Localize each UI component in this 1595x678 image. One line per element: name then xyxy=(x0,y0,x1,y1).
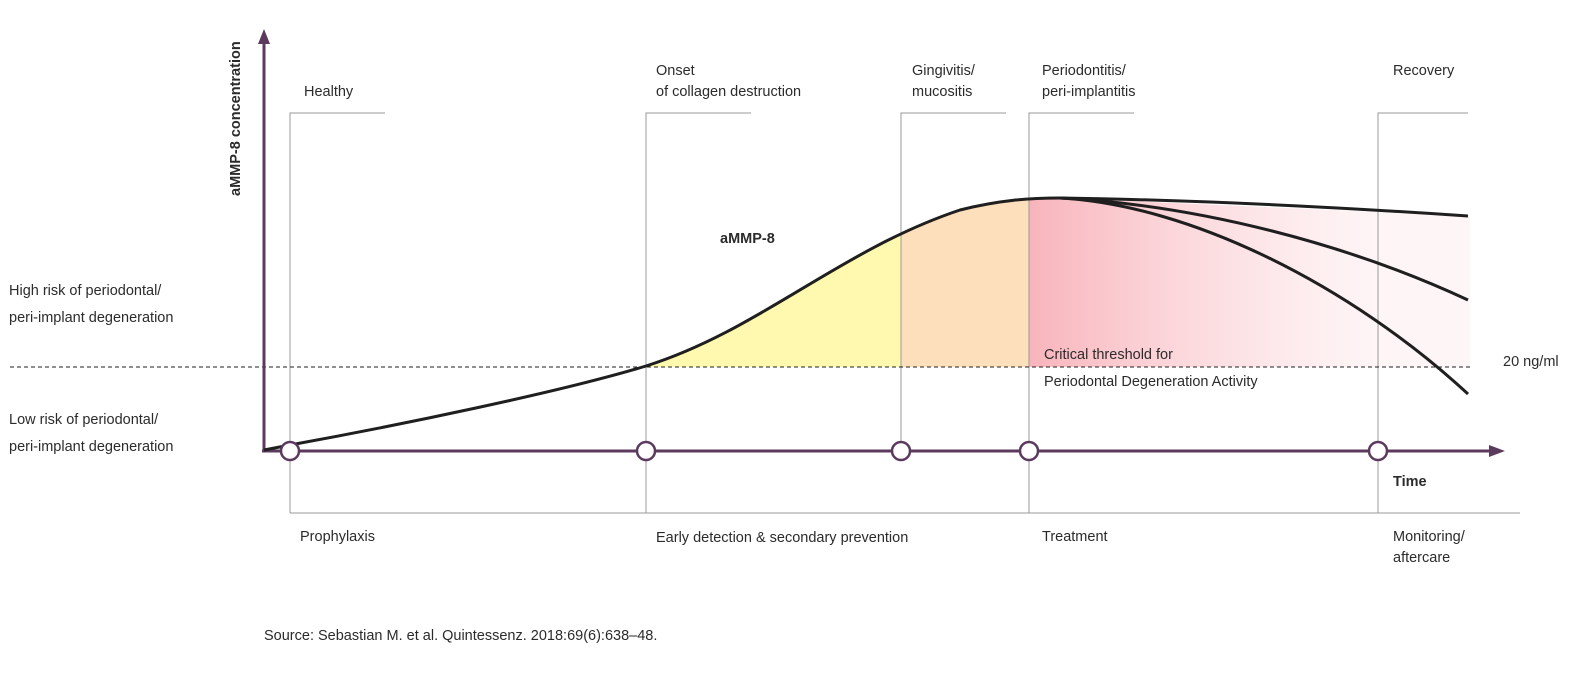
phase-label-early-detection: Early detection & secondary prevention xyxy=(656,530,908,546)
marker-gingivitis xyxy=(890,440,912,462)
main-curve xyxy=(263,196,1061,452)
phase-label-monitoring: Monitoring/ aftercare xyxy=(1393,529,1469,566)
branch-curve-flat xyxy=(1059,196,1469,218)
shaded-regions xyxy=(646,198,1470,367)
marker-healthy xyxy=(279,440,301,462)
phase-label-treatment: Treatment xyxy=(1042,529,1108,545)
guide-recovery xyxy=(1377,112,1468,450)
threshold-value-label: 20 ng/ml xyxy=(1503,354,1559,370)
risk-high-label: High risk of periodontal/ peri-implant d… xyxy=(9,283,173,326)
x-axis-label: Time xyxy=(1393,474,1427,490)
y-axis-label: aMMP-8 concentration xyxy=(228,41,244,196)
stage-markers xyxy=(279,440,1389,462)
marker-recovery xyxy=(1367,440,1389,462)
stage-label-gingivitis: Gingivitis/ mucositis xyxy=(912,63,979,100)
region-early-detection xyxy=(646,198,901,367)
branch-curve-steep xyxy=(1059,196,1470,396)
threshold-label: Critical threshold for Periodontal Degen… xyxy=(1044,347,1258,390)
stage-label-onset: Onset of collagen destruction xyxy=(656,63,801,100)
region-periodontitis xyxy=(1029,198,1470,367)
guide-gingivitis xyxy=(900,112,1006,450)
region-gingivitis xyxy=(901,198,1029,367)
source-citation: Source: Sebastian M. et al. Quintessenz.… xyxy=(264,628,657,644)
stage-label-recovery: Recovery xyxy=(1393,63,1455,79)
marker-onset xyxy=(635,440,657,462)
stage-label-healthy: Healthy xyxy=(304,84,354,100)
x-axis-arrow xyxy=(1489,445,1505,457)
axes xyxy=(258,29,1505,457)
marker-periodontitis xyxy=(1018,440,1040,462)
y-axis-arrow xyxy=(258,29,270,44)
stage-label-periodontitis: Periodontitis/ peri-implantitis xyxy=(1042,63,1135,100)
guide-periodontitis xyxy=(1028,112,1134,450)
top-stage-guides xyxy=(289,112,1468,450)
ammp8-curves xyxy=(263,196,1470,452)
curve-label: aMMP-8 xyxy=(720,231,775,247)
branch-curve-mid xyxy=(1059,196,1469,302)
guide-healthy xyxy=(289,112,385,450)
risk-low-label: Low risk of periodontal/ peri-implant de… xyxy=(9,412,173,455)
phase-label-prophylaxis: Prophylaxis xyxy=(300,529,375,545)
guide-onset xyxy=(645,112,751,450)
